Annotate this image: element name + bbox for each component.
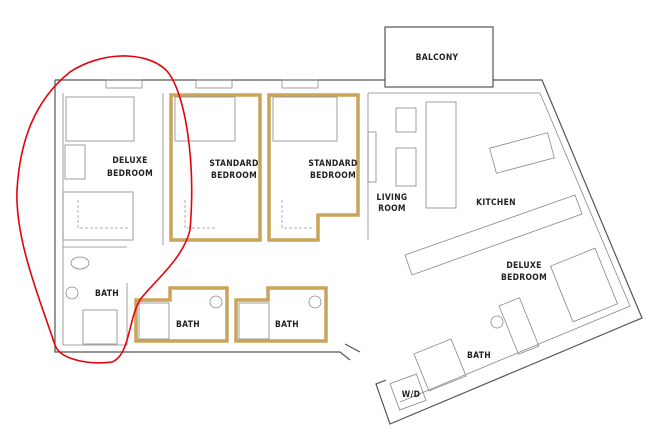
label-standard-2-2: BEDROOM [310, 171, 356, 181]
bath-3-outline [234, 286, 328, 343]
balcony [384, 26, 494, 88]
tv-console [367, 131, 377, 183]
desk [64, 144, 86, 180]
label-bath-left: BATH [95, 289, 119, 299]
shower [82, 309, 118, 345]
sofa [425, 101, 457, 209]
label-bath-mid-1: BATH [176, 320, 200, 330]
label-living: LIVING [377, 193, 408, 203]
desk-closet-outline [77, 200, 128, 229]
label-standard-2: STANDARD [308, 159, 357, 169]
bed [65, 96, 135, 142]
standard-bedroom-1-outline [169, 93, 262, 242]
label-living-2: ROOM [378, 204, 406, 214]
label-standard-1: STANDARD [209, 159, 258, 169]
washer-dryer [389, 373, 427, 411]
window [105, 79, 143, 89]
coffee-table [395, 147, 417, 187]
sink [209, 295, 223, 309]
window [195, 79, 233, 89]
label-standard-1-2: BEDROOM [211, 171, 257, 181]
toilet [70, 256, 90, 270]
label-deluxe-left-2: BEDROOM [107, 169, 153, 179]
sink [308, 295, 322, 309]
label-bath-mid-2: BATH [275, 320, 299, 330]
side-table [395, 107, 417, 133]
label-deluxe-left: DELUXE [112, 156, 147, 166]
dining-table [489, 132, 555, 174]
label-deluxe-right: DELUXE [506, 261, 541, 271]
kitchen-counter [404, 194, 583, 276]
standard-bedroom-2-outline [267, 93, 360, 242]
label-laundry: W/D [402, 390, 420, 400]
shower [138, 302, 170, 340]
interior-wall [62, 92, 631, 403]
bed [174, 96, 236, 142]
annotation-circle [16, 55, 193, 364]
sink [65, 286, 79, 300]
bed [272, 96, 338, 142]
exterior-wall [54, 79, 643, 425]
wardrobe [62, 191, 134, 241]
wardrobe [498, 297, 540, 355]
label-balcony: BALCONY [416, 53, 459, 63]
label-deluxe-right-2: BEDROOM [501, 273, 547, 283]
shower [413, 338, 467, 392]
window [281, 79, 319, 89]
closet-outline [184, 200, 312, 229]
label-bath-right: BATH [467, 351, 491, 361]
bed [549, 247, 619, 323]
label-kitchen: KITCHEN [476, 198, 516, 208]
bath-2-outline [134, 286, 229, 343]
sink [490, 315, 504, 329]
shower [238, 302, 270, 340]
